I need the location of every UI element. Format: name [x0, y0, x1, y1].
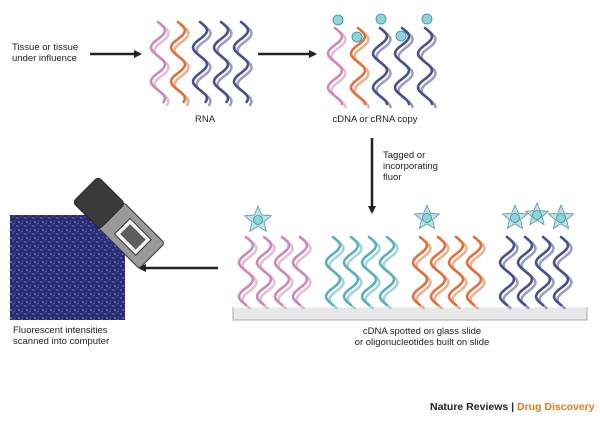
- slide-strand: [324, 235, 345, 310]
- rna-strand: [149, 20, 170, 107]
- slide-strand: [552, 235, 573, 310]
- slide-strand: [378, 235, 399, 310]
- slide-strand: [237, 235, 258, 310]
- slide-strand: [411, 235, 432, 310]
- slide-strand: [360, 235, 381, 310]
- rna-label: RNA: [194, 114, 216, 125]
- cdna-strand: [393, 26, 414, 109]
- cdna-strand: [349, 26, 370, 109]
- tag-bead-icon: [253, 215, 263, 225]
- rna-strand: [191, 20, 212, 107]
- tag-bead-icon: [351, 31, 363, 43]
- slide-strand: [534, 235, 555, 310]
- slide-strand: [498, 235, 519, 310]
- scanner-icon: [73, 177, 164, 268]
- tag-bead-icon: [375, 13, 387, 25]
- tag-bead-icon: [332, 14, 344, 26]
- credit-journal: Nature Reviews: [430, 401, 509, 413]
- tagged-fluor-label: Tagged or incorporating fluor: [383, 150, 438, 183]
- rna-strand: [212, 20, 233, 107]
- rna-strand: [232, 20, 253, 107]
- slide-strand: [429, 235, 450, 310]
- cdna-strand: [371, 26, 392, 109]
- tag-bead-icon: [421, 13, 433, 25]
- slide-strands: [237, 201, 575, 310]
- slide-strand: [255, 235, 276, 310]
- cdna-strand: [416, 26, 437, 109]
- tag-bead-icon: [422, 213, 432, 223]
- tag-bead-icon: [510, 213, 520, 223]
- slide-strand: [273, 235, 294, 310]
- tag-bead-icon: [532, 210, 542, 220]
- tag-bead-icon: [556, 213, 566, 223]
- scanned-label: Fluorescent intensities scanned into com…: [13, 325, 110, 347]
- rna-strands: [149, 20, 253, 107]
- slide-strand: [516, 235, 537, 310]
- cdna-copy-label: cDNA or cRNA copy: [332, 114, 418, 125]
- rna-strand: [169, 20, 190, 107]
- slide-strand: [342, 235, 363, 310]
- credit-section: Drug Discovery: [516, 401, 595, 413]
- tag-bead-icon: [395, 30, 407, 42]
- slide-strand: [447, 235, 468, 310]
- slide-strand: [291, 235, 312, 310]
- credit-separator: |: [508, 401, 517, 413]
- slide-label: cDNA spotted on glass slide or oligonucl…: [354, 326, 490, 348]
- tissue-label: Tissue or tissue under influence: [12, 42, 79, 64]
- journal-credit: Nature Reviews | Drug Discovery: [430, 401, 595, 413]
- slide-strand: [465, 235, 486, 310]
- cdna-strands: [326, 13, 437, 109]
- cdna-strand: [326, 26, 347, 109]
